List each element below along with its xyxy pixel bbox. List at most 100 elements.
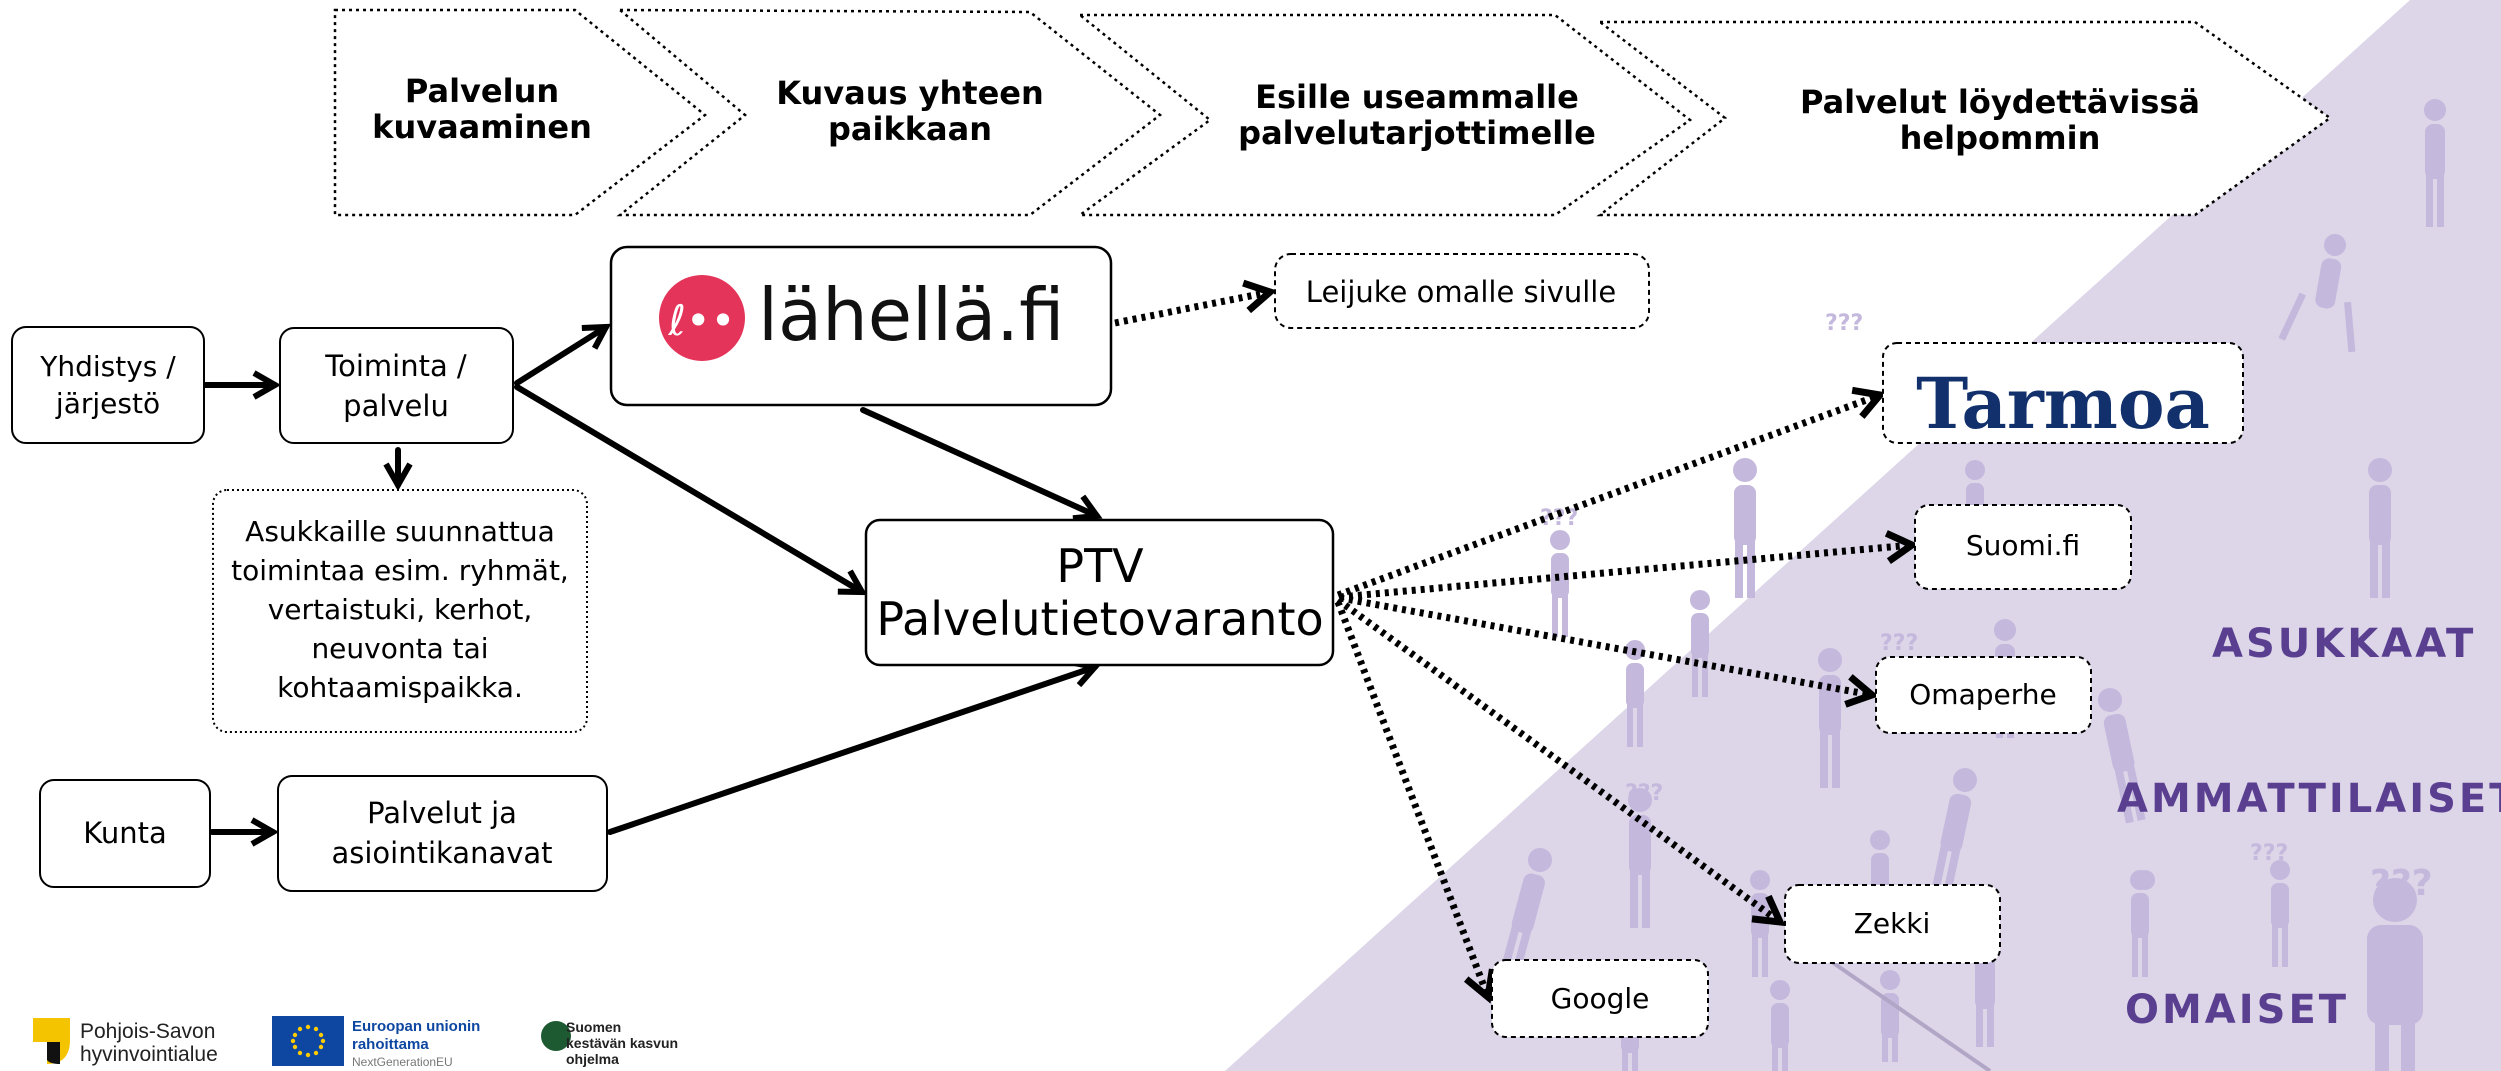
step-1-label: kuvaaminen (372, 108, 592, 146)
eu-label: NextGenerationEU (352, 1055, 453, 1069)
pohjois-savo-logo-icon (33, 1018, 70, 1064)
person-icon (2270, 860, 2290, 967)
logo-suomen-kestavan-kasvun: Suomen kestävän kasvun ohjelma (541, 1019, 678, 1067)
arrow-palvelut-ptv (607, 659, 1101, 835)
step-2-label: paikkaan (828, 110, 992, 148)
svg-text:???: ??? (2250, 841, 2288, 866)
google-label: Google (1551, 982, 1650, 1015)
ptv-label: Palvelutietovaranto (876, 592, 1323, 646)
step-3-label: Esille useammalle (1255, 78, 1579, 116)
step-4-label: Palvelut löydettävissä (1800, 83, 2200, 121)
palvelut-label: asiointikanavat (331, 836, 552, 870)
person-icon (1929, 768, 1977, 904)
svg-text:???: ??? (2370, 863, 2433, 904)
person-icon (2368, 458, 2392, 598)
node-omaperhe: Omaperhe (1875, 656, 2092, 734)
audience-asukkaat: ASUKKAAT (2212, 621, 2476, 667)
node-lahella: ℓ•• lähellä.fi (609, 245, 1113, 407)
step-2-chevron (616, 8, 1163, 217)
node-ptv: PTV Palvelutietovaranto (864, 518, 1335, 667)
person-icon (1770, 980, 1790, 1071)
svg-text:???: ??? (1880, 631, 1918, 656)
pohjois-savo-label: hyvinvointialue (80, 1043, 218, 1066)
arrow-ptv-suomifi (1339, 530, 1920, 601)
svg-text:???: ??? (1825, 311, 1863, 336)
suomen-label: Suomen (566, 1019, 621, 1035)
node-leijuke: Leijuke omalle sivulle (1274, 253, 1650, 329)
node-suomifi: Suomi.fi (1914, 504, 2132, 590)
step-4-label: helpommin (1900, 119, 2101, 157)
node-palvelut: Palvelut ja asiointikanavat (277, 775, 608, 892)
audience-ammattilaiset: AMMATTILAISET (2117, 776, 2501, 822)
svg-text:???: ??? (1625, 781, 1663, 806)
arrow-toiminta-lahella (514, 323, 612, 386)
node-kunta: Kunta (39, 779, 211, 888)
kunta-label: Kunta (83, 816, 166, 850)
suomen-logo-icon (541, 1021, 571, 1051)
node-tarmoa: Tarmoa (1882, 342, 2244, 445)
person-icon (2098, 688, 2146, 824)
arrow-ptv-google (1334, 600, 1496, 1004)
eu-label: Euroopan unionin (352, 1018, 480, 1035)
asukkaille-label: neuvonta tai (311, 632, 488, 665)
asukkaille-label: kohtaamispaikka. (277, 671, 523, 704)
tarmoa-logo: Tarmoa (1916, 362, 2210, 445)
step-3-label: palvelutarjottimelle (1238, 114, 1596, 152)
process-step-labels: Palvelun kuvaaminen Kuvaus yhteen paikka… (372, 72, 2200, 157)
step-1-chevron (333, 8, 708, 217)
audience-omaiset: OMAISET (2125, 987, 2349, 1033)
person-icon (2135, 870, 2155, 890)
node-google: Google (1491, 959, 1709, 1038)
person-icon (1625, 640, 1645, 747)
person-icon (2424, 99, 2446, 227)
step-2-label: Kuvaus yhteen (776, 74, 1044, 112)
step-4-chevron (1596, 20, 2333, 217)
toiminta-label: palvelu (343, 389, 449, 423)
process-steps (333, 8, 2333, 217)
suomen-label: ohjelma (566, 1051, 619, 1067)
person-icon (1630, 790, 1650, 810)
arrow-ptv-tarmoa (1336, 386, 1887, 599)
person-icon (1550, 530, 1570, 637)
node-yhdistys: Yhdistys / järjestö (11, 326, 205, 444)
solid-arrows (202, 323, 1103, 847)
palvelut-label: Palvelut ja (367, 796, 517, 830)
step-1-label: Palvelun (405, 72, 559, 110)
omaperhe-label: Omaperhe (1909, 678, 2056, 711)
suomen-label: kestävän kasvun (566, 1035, 678, 1051)
ptv-label: PTV (1056, 539, 1144, 593)
eu-label: rahoittama (352, 1036, 429, 1053)
yhdistys-label: Yhdistys / (39, 350, 176, 383)
person-icon (1690, 590, 1710, 697)
person-icon (1818, 648, 1842, 788)
pohjois-savo-label: Pohjois-Savon (80, 1020, 215, 1043)
person-icon (2367, 878, 2423, 1071)
arrow-ptv-omaperhe (1339, 594, 1879, 708)
toiminta-label: Toiminta / (324, 349, 467, 383)
node-zekki: Zekki (1784, 884, 2001, 964)
zekki-label: Zekki (1854, 907, 1931, 940)
dotted-arrows (1114, 279, 1920, 1004)
lahella-logo-icon (659, 275, 745, 361)
logo-eu: Euroopan unionin rahoittama NextGenerati… (272, 1016, 480, 1069)
step-3-chevron (1076, 13, 1693, 217)
person-icon (2278, 234, 2356, 353)
arrow-lahella-ptv (860, 407, 1103, 522)
node-toiminta: Toiminta / palvelu (279, 327, 514, 444)
node-asukkaille: Asukkaille suunnattua toimintaa esim. ry… (212, 489, 588, 733)
leijuke-label: Leijuke omalle sivulle (1306, 275, 1616, 309)
asukkaille-label: vertaistuki, kerhot, (268, 593, 533, 626)
eu-flag-icon (272, 1016, 344, 1066)
arrow-ptv-zekki (1335, 597, 1786, 927)
eu-stars (290, 1024, 326, 1058)
asukkaille-label: Asukkaille suunnattua (245, 515, 555, 548)
suomifi-label: Suomi.fi (1966, 529, 2080, 562)
lahella-logo-glyph: ℓ•• (668, 296, 736, 345)
audience-background (1225, 0, 2501, 1071)
yhdistys-label: järjestö (55, 387, 160, 420)
arrow-lahella-leijuke (1114, 279, 1277, 327)
asukkaille-label: toimintaa esim. ryhmät, (231, 554, 569, 587)
question-marks: ??? ??? ??? ??? ??? ??? (1540, 311, 2433, 904)
lahella-label: lähellä.fi (758, 273, 1064, 357)
arrow-toiminta-ptv (514, 384, 868, 596)
